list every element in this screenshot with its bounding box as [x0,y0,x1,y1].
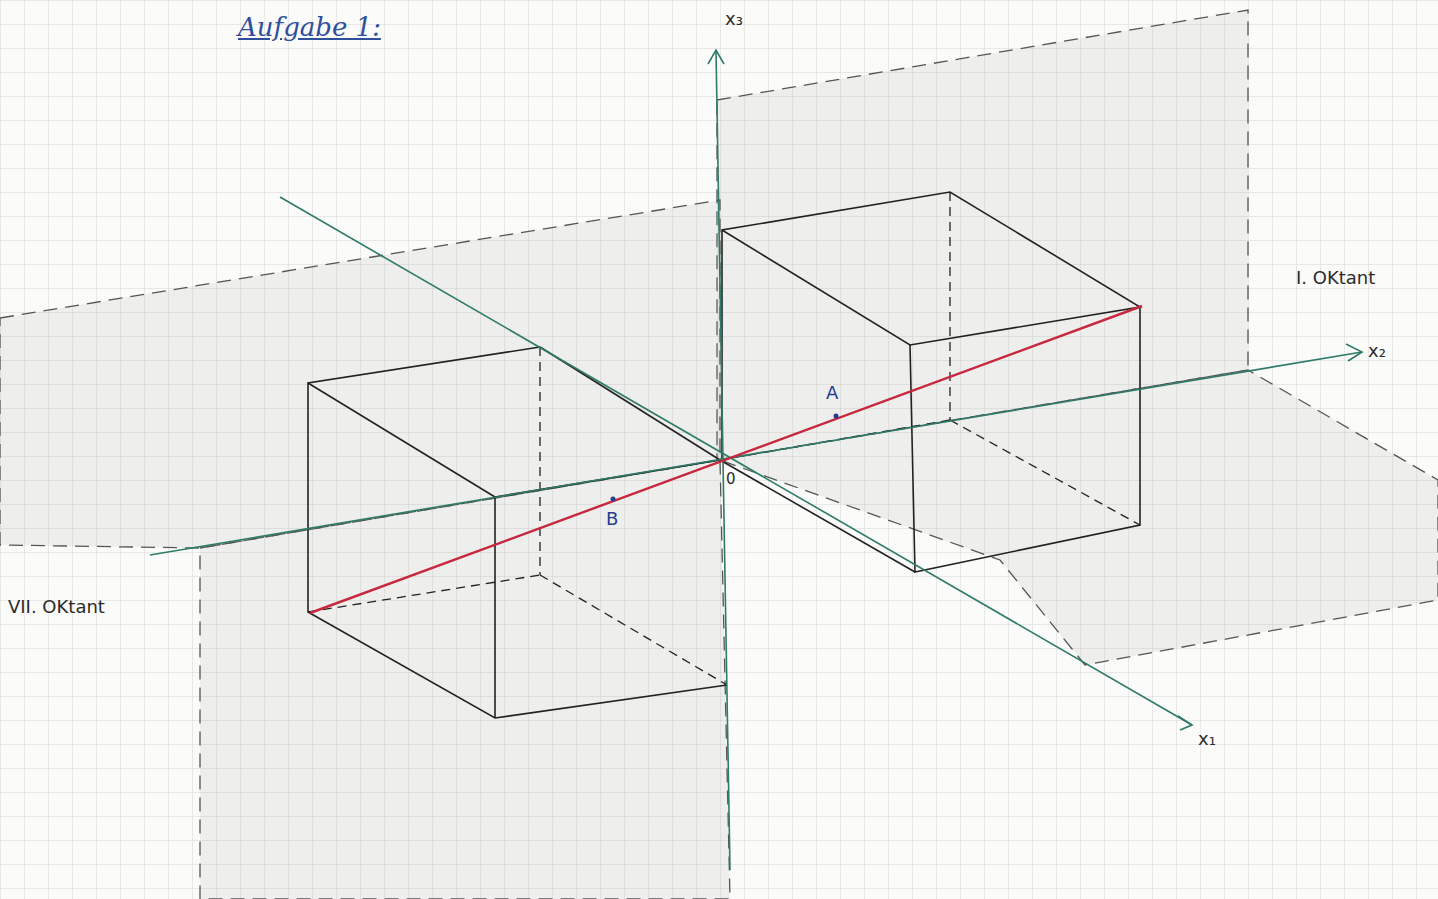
point-b [611,497,616,502]
shaded-planes [0,10,1438,899]
origin-label: 0 [726,470,736,488]
point-label: B [606,508,618,529]
point-label: A [826,382,838,403]
space-diagonal [310,306,1142,613]
axes [150,50,1362,870]
cube-first-octant [720,192,1140,572]
cube-seventh-octant [308,347,727,718]
axis-label: x₃ [725,8,743,29]
task-title: Aufgabe 1: [238,12,381,42]
cube-first-octant-hidden [720,192,1140,525]
point-a [834,414,839,419]
axis-label: x₁ [1198,728,1216,749]
octant-label: I. OKtant [1296,267,1375,288]
axis-label: x₂ [1368,340,1386,361]
cube-seventh-octant-hidden [308,347,727,685]
octant-label: VII. OKtant [8,596,105,617]
